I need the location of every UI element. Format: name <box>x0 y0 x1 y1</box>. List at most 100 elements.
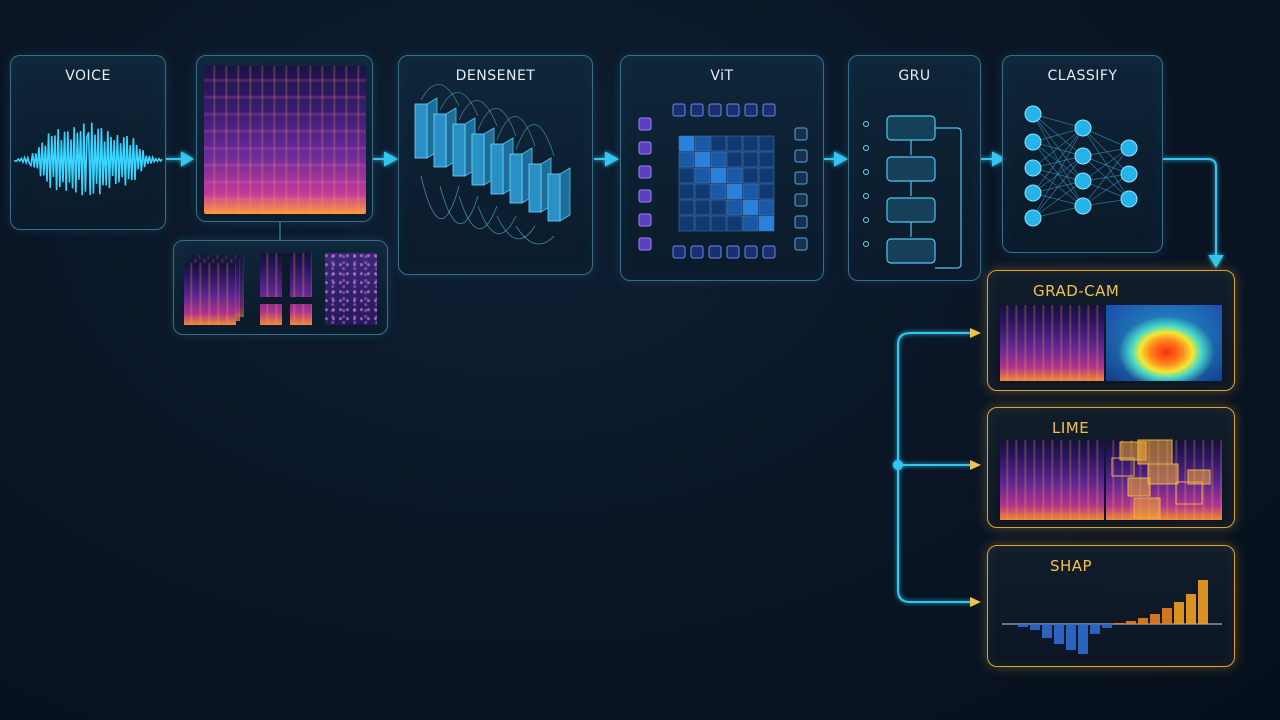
nn-edge <box>1032 180 1084 219</box>
attention-cell <box>742 167 759 184</box>
input-token <box>762 245 776 259</box>
densenet-title: DENSENET <box>455 68 536 84</box>
shap-bar-positive <box>1162 608 1172 624</box>
voice-panel: VOICE <box>10 55 166 230</box>
xai-branch <box>893 332 975 603</box>
attention-cell <box>742 199 759 216</box>
output-token <box>690 103 704 117</box>
dense-block <box>528 163 542 213</box>
dense-block <box>433 113 447 168</box>
shap-bar-negative <box>1030 624 1040 630</box>
attention-cell <box>758 151 775 168</box>
dense-connection <box>458 195 498 229</box>
dense-block-side <box>559 167 571 222</box>
masked-spectrogram <box>260 253 312 325</box>
nn-edge <box>1032 113 1084 182</box>
nn-node <box>1024 209 1042 227</box>
dense-block <box>547 173 561 222</box>
output-token <box>744 103 758 117</box>
nn-node <box>1074 147 1092 165</box>
lime-title: LIME <box>1052 419 1090 437</box>
lime-superpixel <box>1187 469 1211 485</box>
output-token <box>762 103 776 117</box>
shap-panel: SHAP <box>987 545 1235 667</box>
nn-edge <box>1082 127 1130 175</box>
voice-title: VOICE <box>65 68 111 84</box>
dense-connection <box>420 175 460 220</box>
classify-title: CLASSIFY <box>1047 68 1118 84</box>
spectrogram-panel <box>196 55 373 222</box>
attention-cell <box>694 183 711 200</box>
shap-bar-negative <box>1102 624 1112 628</box>
patch-token <box>638 117 652 131</box>
gru-cell <box>886 156 936 182</box>
patch-token <box>638 237 652 251</box>
attention-cell <box>742 151 759 168</box>
gru-input-dot <box>863 145 869 151</box>
dense-connection <box>515 225 555 245</box>
attention-cell <box>726 167 743 184</box>
input-token <box>672 245 686 259</box>
nn-node <box>1024 184 1042 202</box>
shap-bars <box>1002 580 1222 654</box>
input-token <box>708 245 722 259</box>
nn-edge <box>1032 127 1084 143</box>
gru-input-dot <box>863 121 869 127</box>
nn-node <box>1074 197 1092 215</box>
nn-edge <box>1082 147 1130 207</box>
nn-edge <box>1032 141 1084 157</box>
attention-cell <box>758 183 775 200</box>
gru-input-dot <box>863 169 869 175</box>
lime-superpixel <box>1111 457 1135 477</box>
input-token <box>744 245 758 259</box>
dense-blocks-icon <box>414 83 571 245</box>
attention-cell <box>710 167 727 184</box>
dense-connection <box>439 185 479 225</box>
attention-cell <box>710 151 727 168</box>
lime-superpixel <box>1147 463 1179 485</box>
shap-bar-negative <box>1066 624 1076 650</box>
attention-cell <box>726 199 743 216</box>
attention-cell <box>742 135 759 152</box>
nn-edge <box>1032 155 1084 219</box>
attention-cell <box>694 151 711 168</box>
attention-cell <box>758 167 775 184</box>
nn-edge <box>1082 173 1130 207</box>
nn-edge <box>1082 127 1130 200</box>
shap-bar-negative <box>1090 624 1100 634</box>
output-token <box>708 103 722 117</box>
lime-superpixel <box>1133 497 1161 519</box>
attention-cell <box>678 167 695 184</box>
output-token <box>726 103 740 117</box>
pipeline-arrows <box>165 151 1224 268</box>
patch-token <box>638 213 652 227</box>
nn-node <box>1074 172 1092 190</box>
dense-connection <box>420 83 460 107</box>
attention-cell <box>726 215 743 232</box>
attention-cell <box>758 135 775 152</box>
gradcam-title: GRAD-CAM <box>1033 282 1120 300</box>
embedding-token <box>794 193 808 207</box>
dense-block <box>471 133 485 186</box>
dense-connection <box>458 100 498 127</box>
nn-node <box>1024 133 1042 151</box>
attention-cell <box>694 215 711 232</box>
vit-panel: ViT <box>620 55 824 281</box>
attention-cell <box>694 167 711 184</box>
dense-connection <box>477 205 517 235</box>
nn-edge <box>1032 127 1084 194</box>
patch-token <box>638 165 652 179</box>
gradcam-panel: GRAD-CAM <box>987 270 1235 391</box>
gru-title: GRU <box>898 68 931 84</box>
nn-edge <box>1032 141 1084 182</box>
gru-input-dot <box>863 193 869 199</box>
dense-block <box>452 123 466 177</box>
nn-node <box>1074 119 1092 137</box>
attention-cell <box>678 151 695 168</box>
lime-spectrogram <box>1000 440 1104 520</box>
attention-cell <box>742 183 759 200</box>
nn-node <box>1024 105 1042 123</box>
gradcam-spectrogram <box>1000 305 1104 381</box>
dense-block <box>414 103 428 159</box>
shap-title: SHAP <box>1050 557 1093 575</box>
